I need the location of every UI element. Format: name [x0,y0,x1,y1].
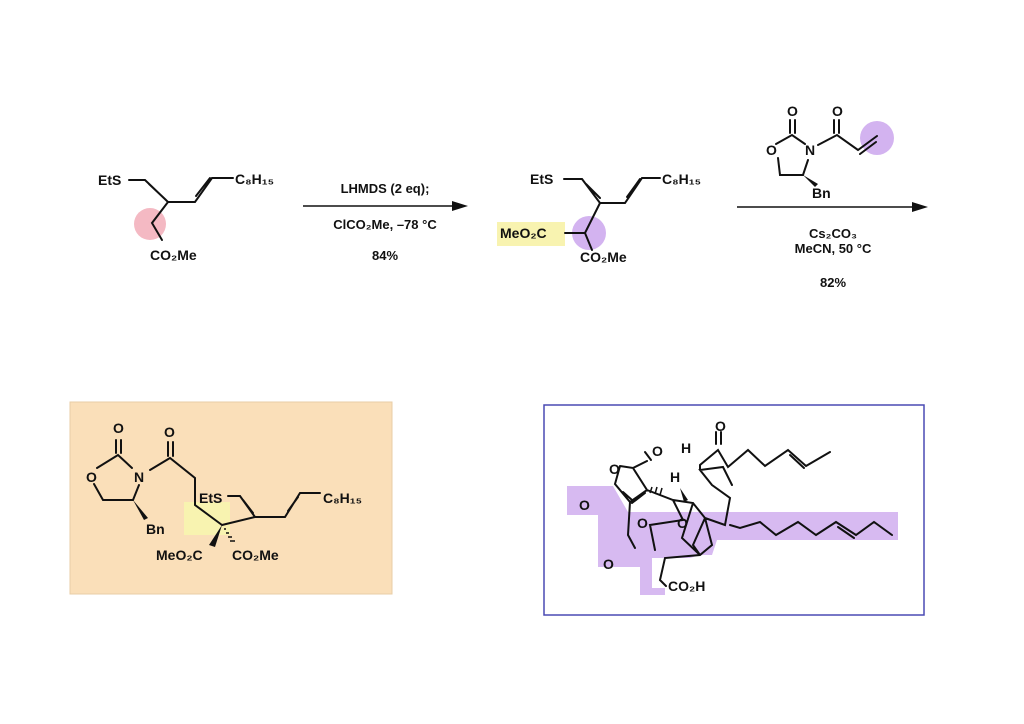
reagent-o1: O [787,103,798,119]
ets-label: EtS [199,490,222,506]
chain-label: C₈H₁₅ [662,171,701,187]
reagent-bonds [775,119,878,176]
ester-left-label: MeO₂C [500,225,547,241]
purple-highlight [572,216,606,250]
purple-highlight [567,486,898,595]
yellow-highlight [184,502,230,535]
hash-bond [224,528,235,542]
conditions-line2: MeCN, 50 °C [795,241,872,256]
pink-highlight [134,208,166,240]
o-label: O [715,418,726,434]
bonds [563,177,661,251]
o-label: O [637,515,648,531]
reagent-line2: ClCO₂Me, –78 °C [333,217,437,232]
yield-2: 82% [820,275,846,290]
o-label: O [609,461,620,477]
acid-label: CO₂H [668,578,705,594]
hash-bond [649,486,663,496]
ester-label: CO₂Me [150,247,197,263]
compound-2: EtS MeO₂C CO₂Me C₈H₁₅ [497,171,701,265]
yield-1: 84% [372,248,398,263]
reagent-bn: Bn [812,185,831,201]
ester-right: CO₂Me [232,547,279,563]
compound-3-box: O O O N Bn EtS C₈H₁₅ MeO₂C CO₂Me [69,401,393,595]
ets-label: EtS [98,172,121,188]
natural-product-box: O O O H H O O O O CO₂H [543,404,925,616]
compound-1: EtS C₈H₁₅ CO₂Me [98,171,274,263]
h-label: H [670,469,680,485]
reagent-o2: O [832,103,843,119]
o-acyl: O [164,424,175,440]
n-label: N [134,469,144,485]
ester-left: MeO₂C [156,547,203,563]
ets-label: EtS [530,171,553,187]
o-label: O [677,515,688,531]
wedge-bond [133,500,148,520]
reagent-n: N [805,142,815,158]
reaction-arrow-1: LHMDS (2 eq); ClCO₂Me, –78 °C 84% [303,181,468,263]
h-label: H [681,440,691,456]
o-top: O [113,420,124,436]
chain-label: C₈H₁₅ [323,490,362,506]
chain-label: C₈H₁₅ [235,171,274,187]
o-label: O [579,497,590,513]
conditions-line1: Cs₂CO₃ [809,226,857,241]
ring-o: O [86,469,97,485]
o-label: O [652,443,663,459]
bonds [93,439,321,526]
yellow-highlight [497,222,565,246]
wedge-bond [680,488,688,502]
o-label: O [603,556,614,572]
wedge-bond [803,175,818,187]
bonds [128,177,234,241]
ester-bottom-label: CO₂Me [580,249,627,265]
bn-label: Bn [146,521,165,537]
reagent-ring-o: O [766,142,777,158]
reaction-arrow-2: O O O N Bn Cs₂CO₃ MeCN, 50 °C 82% [737,103,928,290]
wedge-bond [209,525,222,547]
reagent-line1: LHMDS (2 eq); [341,181,430,196]
skeleton-bonds [613,431,893,587]
